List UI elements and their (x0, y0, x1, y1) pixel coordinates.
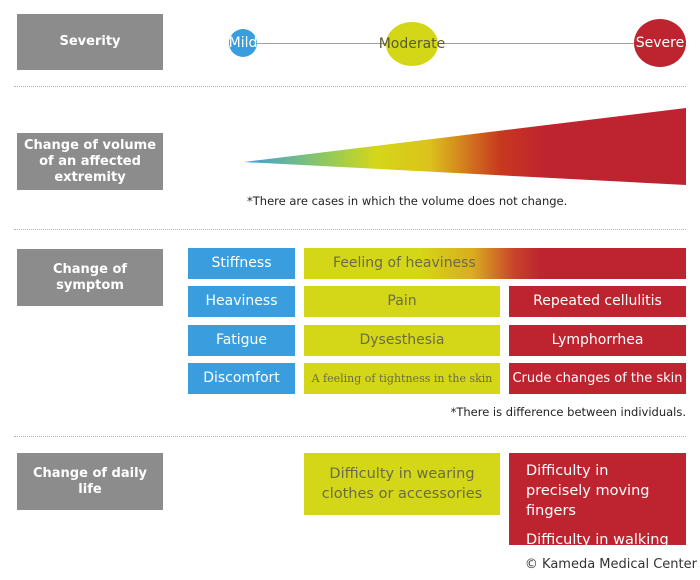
symptom-stiffness: Stiffness (188, 248, 295, 279)
symptom-lymphorrhea-text: Lymphorrhea (551, 332, 644, 348)
symptom-skin-changes: Crude changes of the skin (509, 363, 686, 394)
severe-marker: Severe (634, 19, 686, 67)
symptom-tightness: A feeling of tightness in the skin (304, 363, 500, 394)
symptom-label-text: Change of symptom (52, 261, 128, 293)
symptom-tightness-text: A feeling of tightness in the skin (311, 372, 493, 385)
symptom-discomfort: Discomfort (188, 363, 295, 394)
severity-scale-line (244, 43, 660, 44)
symptom-repeated-cellulitis-text: Repeated cellulitis (533, 293, 662, 309)
divider-1 (14, 86, 686, 87)
copyright-text: © Kameda Medical Center (524, 557, 697, 572)
daily-life-label: Change of daily life (17, 453, 163, 510)
symptom-pain: Pain (304, 286, 500, 317)
symptom-skin-changes-text: Crude changes of the skin (512, 371, 683, 386)
daily-life-label-text: Change of daily life (32, 465, 148, 497)
daily-life-severe-item-1: Difficulty in precisely moving fingers (526, 463, 650, 519)
symptom-fatigue: Fatigue (188, 325, 295, 356)
severity-label-text: Severity (59, 34, 121, 49)
symptom-dysesthesia: Dysesthesia (304, 325, 500, 356)
divider-3 (14, 436, 686, 437)
volume-label-text: Change of volume of an affected extremit… (23, 137, 157, 185)
symptom-heaviness: Heaviness (188, 286, 295, 317)
copyright: © Kameda Medical Center (430, 557, 697, 572)
volume-note-text: *There are cases in which the volume doe… (247, 194, 568, 208)
volume-wedge-shape (244, 108, 686, 185)
moderate-marker: Moderate (379, 22, 445, 66)
volume-note: *There are cases in which the volume doe… (247, 194, 567, 208)
daily-life-severe-item-2: Difficulty in walking (526, 532, 669, 548)
symptom-dysesthesia-text: Dysesthesia (359, 332, 445, 348)
symptom-discomfort-text: Discomfort (203, 370, 280, 386)
symptom-lymphorrhea: Lymphorrhea (509, 325, 686, 356)
symptom-note-text: *There is difference between individuals… (450, 405, 686, 419)
daily-life-severe: Difficulty in precisely moving fingers D… (509, 453, 686, 548)
symptom-label: Change of symptom (17, 249, 163, 306)
volume-wedge (244, 108, 686, 185)
symptom-feeling-of-heaviness-text: Feeling of heaviness (333, 255, 476, 271)
symptom-note: *There is difference between individuals… (450, 405, 686, 419)
symptom-stiffness-text: Stiffness (211, 255, 272, 271)
symptom-pain-text: Pain (387, 293, 417, 309)
moderate-marker-text: Moderate (378, 36, 446, 52)
symptom-fatigue-text: Fatigue (215, 332, 268, 348)
severe-marker-text: Severe (635, 35, 685, 51)
symptom-heaviness-text: Heaviness (205, 293, 278, 309)
symptom-feeling-of-heaviness: Feeling of heaviness (304, 248, 686, 279)
daily-life-moderate-text: Difficulty in wearing clothes or accesso… (321, 466, 483, 502)
symptom-repeated-cellulitis: Repeated cellulitis (509, 286, 686, 317)
daily-life-moderate: Difficulty in wearing clothes or accesso… (304, 453, 500, 515)
severity-label: Severity (17, 14, 163, 70)
volume-label: Change of volume of an affected extremit… (17, 133, 163, 190)
mild-marker-text: Mild (228, 35, 258, 51)
mild-marker: Mild (229, 29, 257, 57)
divider-2 (14, 229, 686, 230)
